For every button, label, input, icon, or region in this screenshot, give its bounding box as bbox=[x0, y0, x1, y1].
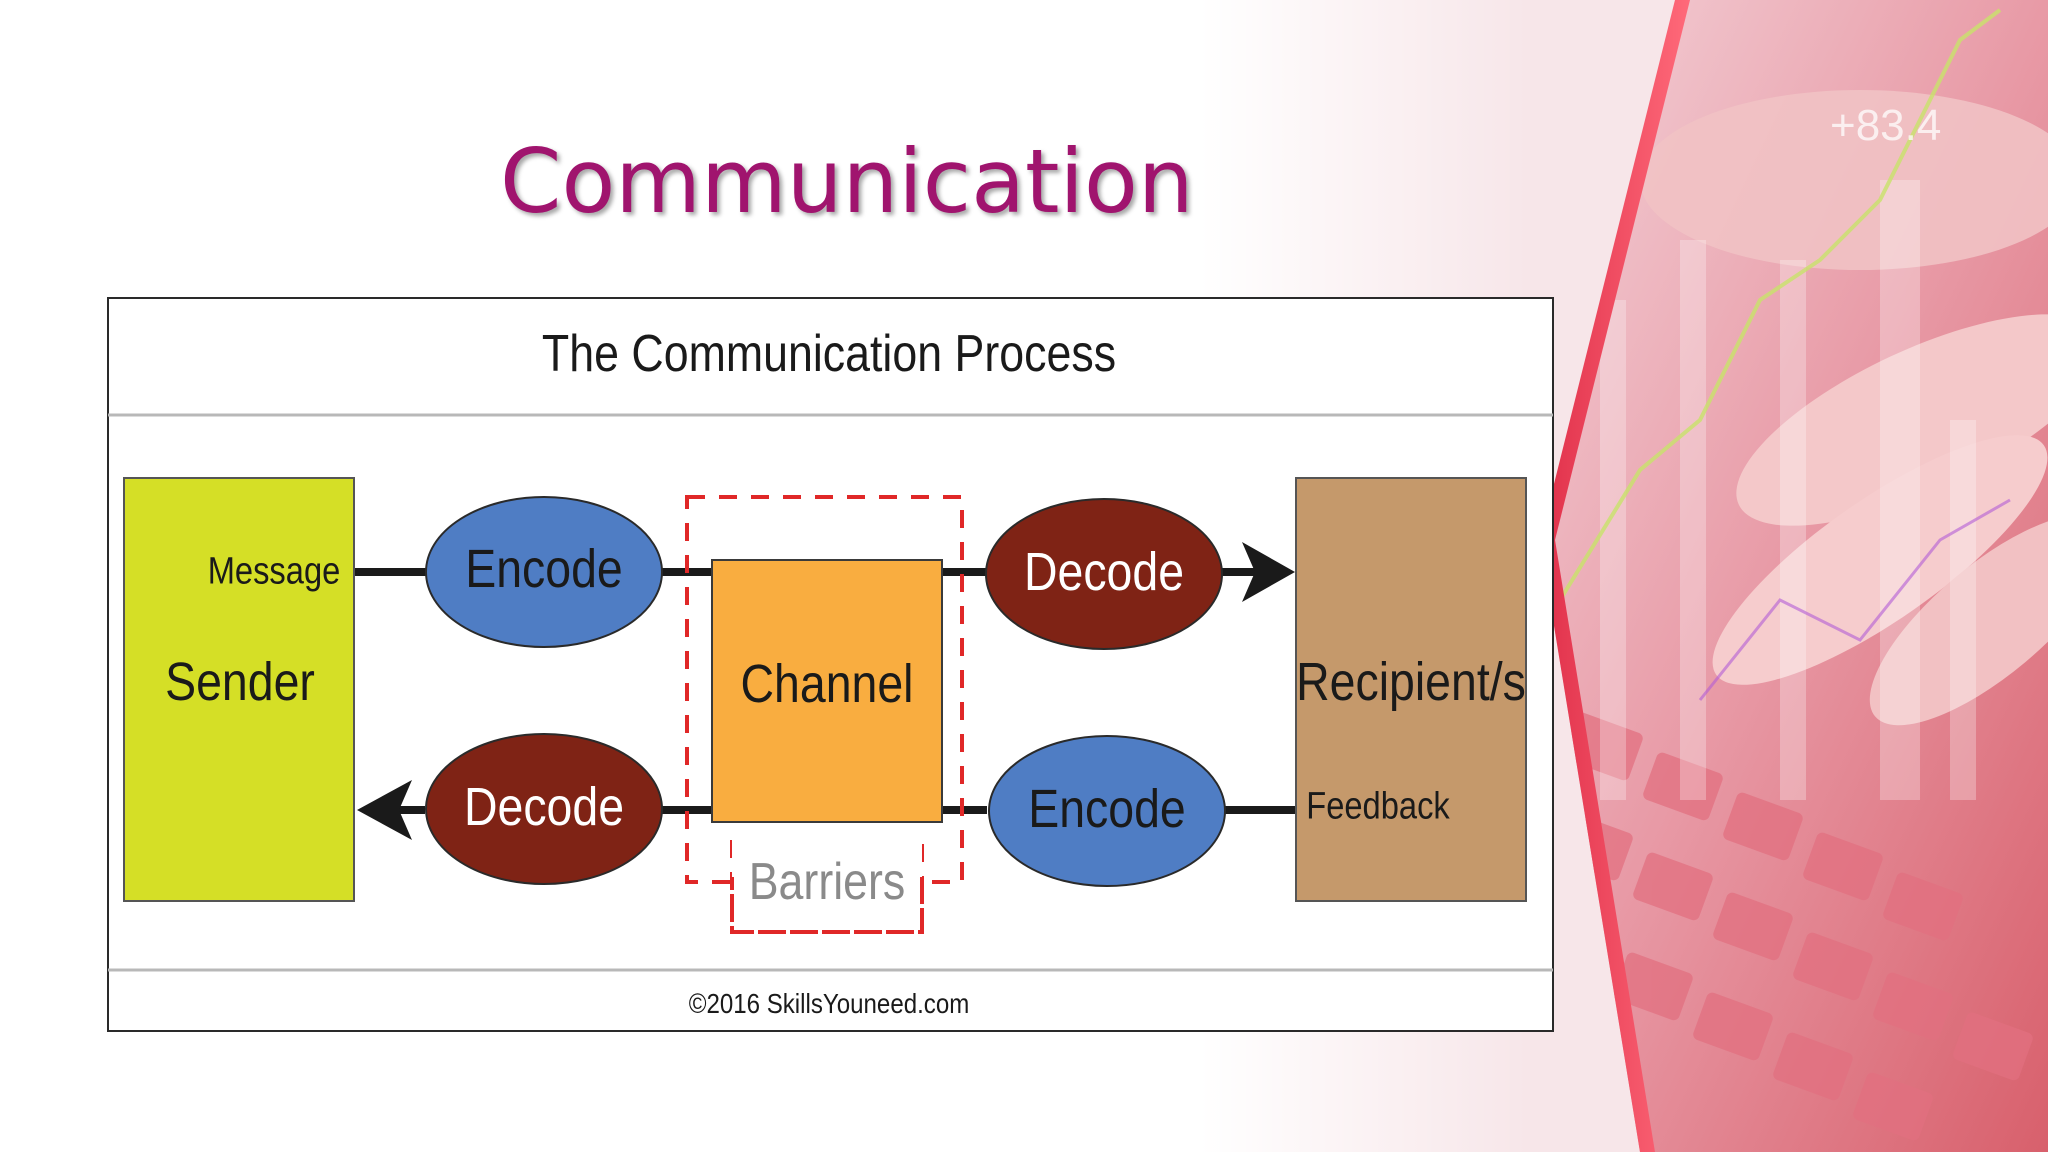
slide-title: Communication bbox=[500, 130, 1194, 233]
to-recipient-arrowhead bbox=[1242, 542, 1295, 602]
figure-title: The Communication Process bbox=[541, 325, 1117, 383]
sender-label: Sender bbox=[165, 652, 315, 712]
recipient-label: Recipient/s bbox=[1296, 652, 1526, 712]
barrier-mask bbox=[732, 837, 922, 877]
message-label: Message bbox=[207, 550, 341, 593]
svg-text:+83.4: +83.4 bbox=[1830, 101, 1941, 150]
barriers-label: Barriers bbox=[748, 853, 906, 911]
encode-top-ellipse bbox=[425, 496, 663, 648]
to-sender-arrowhead bbox=[357, 780, 412, 840]
channel-box bbox=[711, 559, 943, 823]
channel-label: Channel bbox=[740, 654, 914, 714]
decode-bottom-label: Decode bbox=[463, 777, 625, 837]
barriers-box bbox=[730, 840, 924, 934]
barrier-dashed-outline bbox=[685, 495, 964, 934]
decode-top-ellipse bbox=[985, 498, 1223, 650]
encode-bottom-ellipse bbox=[988, 735, 1226, 887]
feedback-label: Feedback bbox=[1306, 785, 1450, 828]
communication-process-diagram: The Communication Process Message Sender… bbox=[107, 297, 1554, 1032]
recipient-box bbox=[1295, 477, 1527, 902]
encode-bottom-label: Encode bbox=[1028, 779, 1186, 839]
encode-top-label: Encode bbox=[465, 539, 623, 599]
decode-bottom-ellipse bbox=[425, 733, 663, 885]
sender-box bbox=[123, 477, 355, 902]
diagram-shapes bbox=[107, 297, 1554, 1032]
decode-top-label: Decode bbox=[1023, 542, 1185, 602]
copyright-text: ©2016 SkillsYouneed.com bbox=[688, 988, 970, 1019]
